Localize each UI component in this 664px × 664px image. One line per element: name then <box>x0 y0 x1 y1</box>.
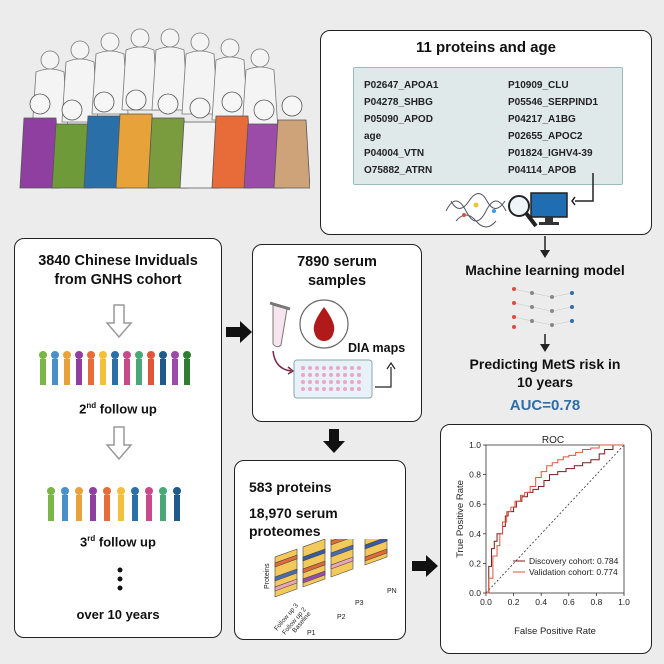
proteome-line1: 583 proteins <box>249 479 332 495</box>
y-tick-label: 0.4 <box>469 529 481 539</box>
neural-network-icon <box>512 287 574 329</box>
roc-line-validation <box>486 444 624 594</box>
x-tick-label: 0.0 <box>480 597 492 607</box>
protein-list-box: P02647_APOA1 P04278_SHBG P05090_APOD age… <box>353 67 623 185</box>
proteome-line3: proteomes <box>249 523 321 539</box>
protein-item: P02647_APOA1 <box>364 80 439 91</box>
computer-icon <box>530 192 568 225</box>
protein-item: P10909_CLU <box>508 80 569 91</box>
dia-label: DIA maps <box>348 341 406 355</box>
roc-xlabel: False Positive Rate <box>514 626 596 637</box>
follow-up-2-rest: follow up <box>96 401 157 417</box>
ml-model-label: Machine learning model <box>465 262 625 278</box>
magnifier-icon <box>508 195 538 228</box>
label-p3: P3 <box>355 600 364 607</box>
serum-title-line2: samples <box>307 273 367 289</box>
y-tick-label: 1.0 <box>469 440 481 450</box>
protein-item: age <box>364 131 382 142</box>
serum-title-line1: 7890 serum <box>297 254 377 270</box>
x-tick-label: 1.0 <box>618 597 630 607</box>
protein-item: P04004_VTN <box>364 148 425 159</box>
roc-title: ROC <box>542 435 564 446</box>
tube-icon <box>269 301 291 348</box>
up-arrow <box>375 361 396 388</box>
x-tick-label: 0.6 <box>563 597 575 607</box>
crowd-illustration <box>19 28 310 189</box>
proteome-panel: 583 proteins 18,970 serum proteomes Prot… <box>234 460 406 640</box>
follow-up-2-sup: nd <box>86 401 97 410</box>
roc-legend-discovery: Discovery cohort: 0.784 <box>529 556 619 566</box>
protein-item: P02655_APOC2 <box>508 131 583 142</box>
well-plate-icon <box>293 359 373 399</box>
axis-proteins: Proteins <box>264 563 271 589</box>
x-tick-label: 0.2 <box>508 597 520 607</box>
follow-up-3-sup: rd <box>87 534 96 543</box>
x-tick-label: 0.8 <box>590 597 602 607</box>
protein-structure-icon <box>445 193 507 228</box>
crowd-silhouettes <box>47 487 181 521</box>
protein-item: P04114_APOB <box>508 165 577 176</box>
proteome-line2: 18,970 serum <box>249 505 338 521</box>
roc-chart: ROC 0.0 0.2 0.4 0.6 0.8 1.0 0.0 0.2 0.4 0.6 0.8 1.… <box>455 435 630 637</box>
protein-item: P04278_SHBG <box>364 97 433 108</box>
down-hollow-arrow <box>105 426 133 461</box>
blood-drop-icon <box>299 299 349 349</box>
right-arrow <box>226 321 252 343</box>
down-arrow <box>323 429 345 453</box>
protein-item: P04217_A1BG <box>508 114 576 125</box>
protein-item: O75882_ATRN <box>364 165 433 176</box>
follow-up-3-rest: follow up <box>95 534 156 550</box>
proteome-matrices: Proteins Follow up 3 Follow up 2 Baselin… <box>264 539 397 637</box>
label-p2: P2 <box>337 614 346 621</box>
roc-panel: ROC 0.0 0.2 0.4 0.6 0.8 1.0 0.0 0.2 0.4 0.6 0.8 1.… <box>440 424 652 654</box>
serum-panel: 7890 serum samples DIA maps <box>252 244 422 422</box>
y-tick-label: 0.2 <box>469 558 481 568</box>
protein-item: P05090_APOD <box>364 114 433 125</box>
ellipsis-icon <box>117 567 123 591</box>
roc-ylabel: True Positive Rate <box>455 480 466 558</box>
return-arrow <box>571 173 594 206</box>
cohort-panel: 3840 Chinese Inviduals from GNHS cohort <box>14 238 222 638</box>
y-tick-label: 0.8 <box>469 470 481 480</box>
crowd-silhouettes <box>39 351 191 385</box>
follow-up-3-num: 3 <box>80 534 88 550</box>
curved-arrow <box>272 350 295 375</box>
down-arrow <box>540 334 550 352</box>
cohort-footer: over 10 years <box>76 607 160 622</box>
x-tick-label: 0.4 <box>535 597 547 607</box>
label-pn: PN <box>387 588 397 595</box>
proteins-panel: 11 proteins and age P02647_APOA1 P04278_… <box>320 30 652 235</box>
roc-line-discovery <box>486 444 624 594</box>
cohort-title-line2: from GNHS cohort <box>54 272 182 288</box>
predict-line1: Predicting MetS risk in <box>469 356 621 372</box>
label-p1: P1 <box>307 630 316 637</box>
predict-line2: 10 years <box>516 374 574 390</box>
follow-up-2-label: 2nd follow up <box>15 401 221 416</box>
cohort-title-line1: 3840 Chinese Inviduals <box>38 253 198 269</box>
protein-item: P01824_IGHV4-39 <box>508 148 593 159</box>
roc-legend-validation: Validation cohort: 0.774 <box>529 567 618 577</box>
auc-value: AUC=0.78 <box>509 397 581 414</box>
down-arrow <box>540 236 550 258</box>
down-hollow-arrow <box>105 304 133 339</box>
right-arrow <box>412 555 438 577</box>
y-tick-label: 0.6 <box>469 499 481 509</box>
y-tick-label: 0.0 <box>469 588 481 598</box>
proteins-panel-title: 11 proteins and age <box>415 39 557 56</box>
protein-item: P05546_SERPIND1 <box>508 97 599 108</box>
follow-up-3-label: 3rd follow up <box>15 534 221 549</box>
roc-diagonal <box>485 444 625 594</box>
follow-up-2-num: 2 <box>79 401 87 417</box>
